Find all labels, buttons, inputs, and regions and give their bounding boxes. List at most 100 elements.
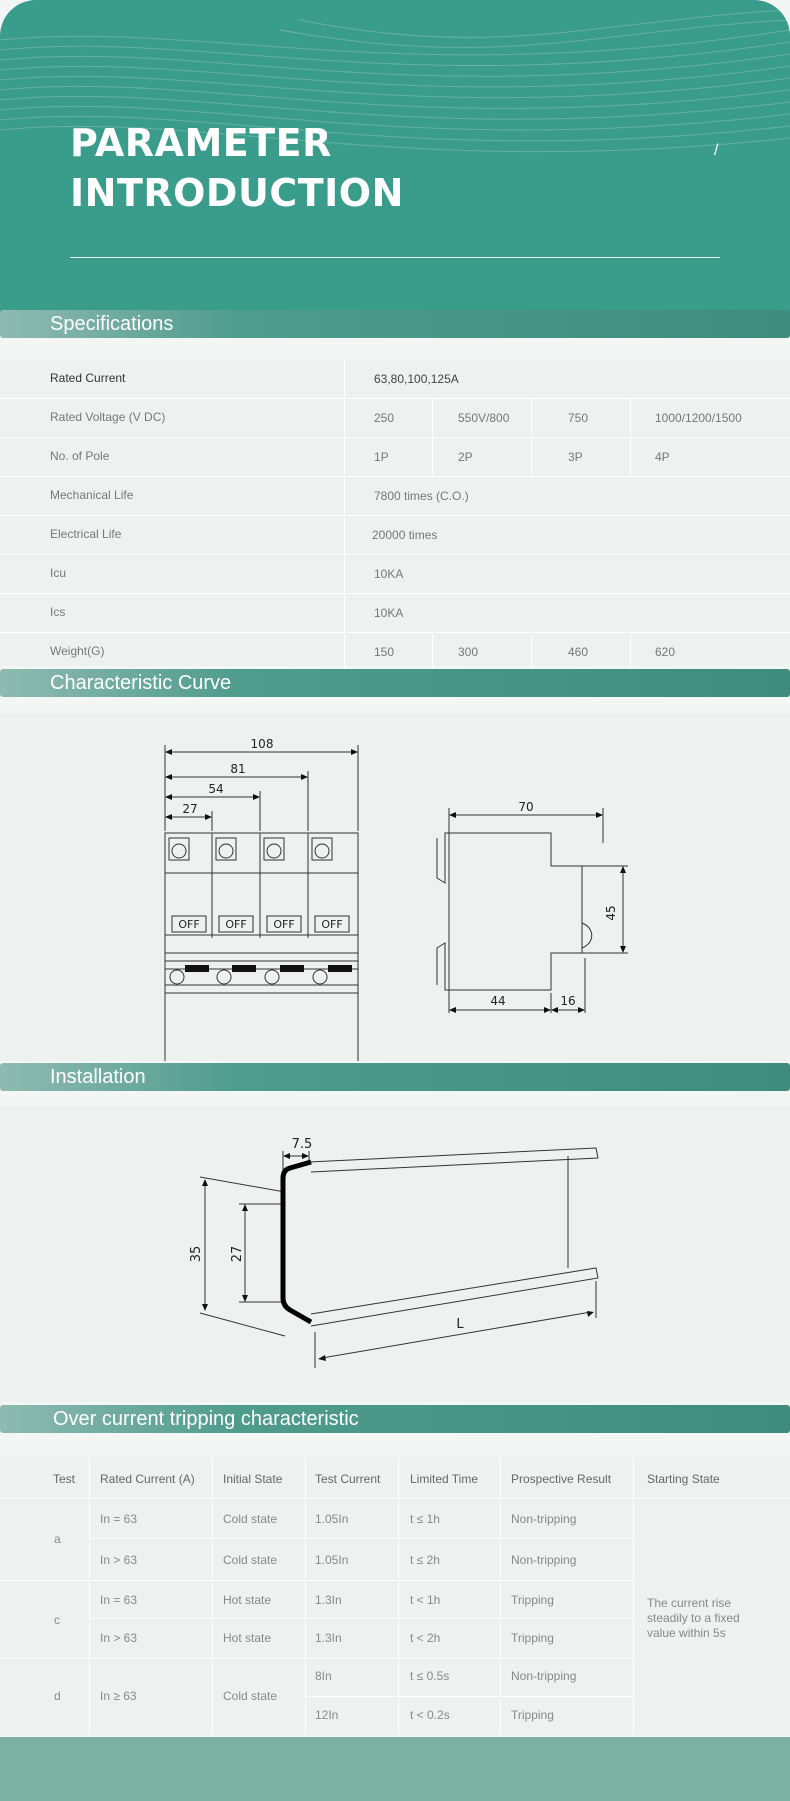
spec-table: Rated Current 63,80,100,125A Rated Volta… xyxy=(0,360,790,672)
divider xyxy=(630,438,631,477)
dim-81: 81 xyxy=(230,762,245,776)
section-title: Specifications xyxy=(50,313,174,335)
off-label: OFF xyxy=(273,918,294,931)
spec-row: Rated Voltage (V DC) 250 550V/800 750 10… xyxy=(0,399,790,438)
divider xyxy=(630,399,631,438)
cell-rated: In > 63 xyxy=(100,1631,138,1645)
section-title: Over current tripping characteristic xyxy=(53,1408,359,1430)
divider xyxy=(344,477,345,516)
cell-state: Cold state xyxy=(223,1553,278,1567)
dim-45: 45 xyxy=(604,905,618,920)
cell-rated: In > 63 xyxy=(100,1553,138,1567)
spec-value: 460 xyxy=(568,645,589,659)
divider xyxy=(531,633,532,672)
cell-result: Non-tripping xyxy=(511,1512,577,1526)
din-rail-drawing: 7.5 35 27 L xyxy=(189,1137,599,1368)
spec-label: Icu xyxy=(50,566,67,580)
cell-starting-state: The current rise steadily to a fixed val… xyxy=(647,1596,740,1640)
dim-16: 16 xyxy=(560,994,575,1008)
spec-value: 750 xyxy=(568,411,589,425)
col-divider xyxy=(500,1458,501,1734)
trip-table-panel xyxy=(0,1456,790,1736)
spec-row: No. of Pole 1P 2P 3P 4P xyxy=(0,438,790,477)
col-header-test-current: Test Current xyxy=(315,1472,381,1486)
divider xyxy=(531,438,532,477)
spec-row: Icu 10KA xyxy=(0,555,790,594)
cell-rated: In = 63 xyxy=(100,1512,138,1526)
section-bar-specifications: Specifications xyxy=(0,310,790,338)
dim-54: 54 xyxy=(208,782,223,796)
cell-state: Cold state xyxy=(223,1512,278,1526)
spec-value: 10KA xyxy=(374,606,404,620)
col-header-rated-current: Rated Current (A) xyxy=(100,1472,195,1486)
spec-label: Electrical Life xyxy=(50,527,122,541)
spec-label: Mechanical Life xyxy=(50,488,134,502)
col-header-initial-state: Initial State xyxy=(223,1472,283,1486)
row-divider xyxy=(0,1658,633,1659)
section-bar-tripping: Over current tripping characteristic xyxy=(0,1405,790,1433)
cell-time: t ≤ 2h xyxy=(410,1553,440,1567)
cell-rated: In = 63 xyxy=(100,1593,138,1607)
spec-value: 250 xyxy=(374,411,395,425)
spec-value: 1000/1200/1500 xyxy=(655,411,742,425)
dim-108: 108 xyxy=(251,737,274,751)
cell-result: Non-tripping xyxy=(511,1553,577,1567)
hero-divider xyxy=(70,257,720,258)
spec-value: 550V/800 xyxy=(458,411,510,425)
spec-value: 620 xyxy=(655,645,676,659)
spec-row: Rated Current 63,80,100,125A xyxy=(0,360,790,399)
cell-time: t < 0.2s xyxy=(410,1708,450,1722)
col-header-limited-time: Limited Time xyxy=(410,1472,479,1486)
cell-time: t < 2h xyxy=(410,1631,441,1645)
cell-state: Cold state xyxy=(223,1689,278,1703)
spec-row: Ics 10KA xyxy=(0,594,790,633)
hero-slash-mark: / xyxy=(714,142,719,159)
divider xyxy=(344,516,345,555)
col-divider xyxy=(89,1458,90,1734)
din-rail-panel: 7.5 35 27 L xyxy=(0,1106,790,1402)
divider xyxy=(432,399,433,438)
spec-value: 2P xyxy=(458,450,473,464)
cell-test: a xyxy=(54,1532,61,1546)
cell-result: Tripping xyxy=(511,1593,554,1607)
cell-result: Tripping xyxy=(511,1708,554,1722)
cell-current: 8In xyxy=(315,1669,332,1683)
spec-row: Electrical Life 20000 times xyxy=(0,516,790,555)
row-divider xyxy=(89,1618,633,1619)
dim-27-rail: 27 xyxy=(230,1246,245,1263)
breaker-dimension-drawing: 108 81 54 27 OFF OFF OFF OFF xyxy=(164,737,628,1115)
col-header-starting-state: Starting State xyxy=(647,1472,720,1486)
cell-rated: In ≥ 63 xyxy=(100,1689,137,1703)
row-divider xyxy=(0,1498,790,1499)
cell-current: 1.05In xyxy=(315,1553,349,1567)
cell-test: c xyxy=(54,1613,60,1627)
spec-label: Ics xyxy=(50,605,66,619)
spec-value: 1P xyxy=(374,450,389,464)
cell-state: Hot state xyxy=(223,1593,272,1607)
section-bar-curve: Characteristic Curve xyxy=(0,669,790,697)
row-divider xyxy=(0,1580,633,1581)
dim-44: 44 xyxy=(490,994,505,1008)
cell-time: t ≤ 0.5s xyxy=(410,1669,450,1683)
divider xyxy=(344,438,345,477)
row-divider xyxy=(305,1696,633,1697)
col-header-prospective-result: Prospective Result xyxy=(511,1472,612,1486)
dim-70: 70 xyxy=(518,800,533,814)
cell-result: Tripping xyxy=(511,1631,554,1645)
spec-value: 63,80,100,125A xyxy=(374,372,459,386)
cell-test: d xyxy=(54,1689,61,1703)
divider xyxy=(432,633,433,672)
off-label: OFF xyxy=(321,918,342,931)
spec-label: Weight(G) xyxy=(50,644,105,658)
spec-row: Weight(G) 150 300 460 620 xyxy=(0,633,790,672)
dim-35: 35 xyxy=(189,1246,204,1263)
title-line-1: PARAMETER xyxy=(70,121,332,165)
divider xyxy=(432,438,433,477)
cell-current: 1.3In xyxy=(315,1593,342,1607)
spec-value: 150 xyxy=(374,645,395,659)
cell-state: Hot state xyxy=(223,1631,272,1645)
spec-label: Rated Current xyxy=(50,371,126,385)
off-label: OFF xyxy=(178,918,199,931)
cell-current: 12In xyxy=(315,1708,339,1722)
row-divider xyxy=(89,1538,633,1539)
